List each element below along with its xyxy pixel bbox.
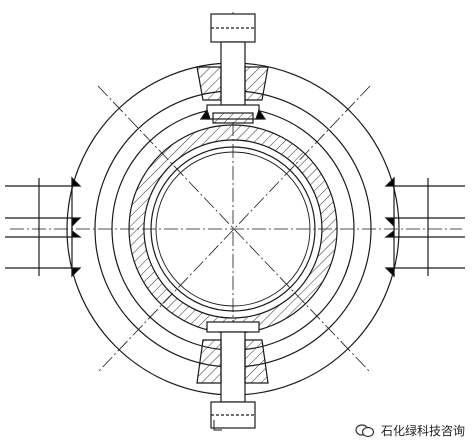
bottom-bolt-assembly (196, 321, 269, 431)
right-weld-mid-1 (384, 217, 395, 228)
pipe-bore (150, 146, 316, 312)
pipe-inner-line (155, 151, 311, 307)
right-weld-bottom (384, 267, 395, 278)
left-weld-mid-2 (71, 229, 82, 238)
bottom-boss-left-hatch (196, 339, 222, 384)
bottom-bolt-shank (220, 331, 246, 403)
left-branch-pipe (5, 176, 82, 278)
top-bolt-shank (220, 41, 246, 106)
left-weld-top (71, 176, 82, 187)
top-weld-right (255, 108, 267, 120)
right-weld-top (384, 176, 395, 187)
watermark: 石化绿科技咨询 (355, 422, 465, 439)
bottom-pad (206, 321, 260, 333)
left-weld-mid-1 (71, 217, 82, 228)
top-boss-left-hatch (196, 66, 222, 101)
top-boss-right-hatch (244, 66, 269, 101)
top-bolt-assembly (196, 13, 269, 124)
left-weld-bottom (71, 267, 82, 278)
right-weld-mid-2 (384, 229, 395, 238)
top-pad-hatch (212, 112, 254, 124)
top-weld-left (199, 108, 211, 120)
wechat-account-icon (355, 423, 375, 437)
bottom-arrow-icon (213, 420, 222, 431)
bottom-boss-right-hatch (244, 339, 269, 384)
right-branch-pipe (384, 176, 465, 278)
watermark-text: 石化绿科技咨询 (380, 424, 465, 438)
